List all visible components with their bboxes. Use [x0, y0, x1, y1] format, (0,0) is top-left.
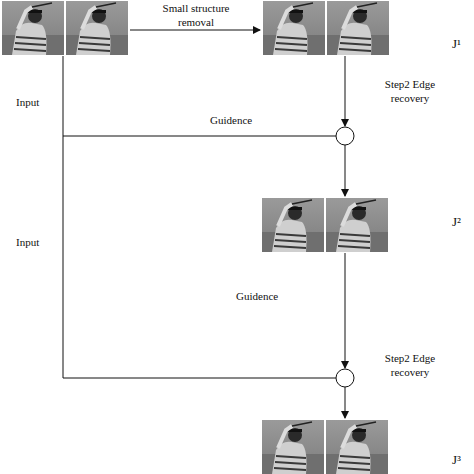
j2-photo	[262, 198, 324, 252]
input-line	[63, 136, 336, 137]
guidance-arrow	[345, 56, 346, 126]
step-label: Step2 Edge recovery	[374, 78, 446, 106]
result-label: J¹	[452, 36, 461, 52]
combine-circle	[336, 369, 354, 387]
j1-photo	[327, 1, 389, 55]
input-label: Input	[16, 96, 39, 110]
guidance-arrow	[345, 253, 346, 368]
input-label: Input	[16, 236, 39, 250]
combine-circle	[336, 127, 354, 145]
step-label: Small structure removal	[150, 2, 242, 30]
j3-photo	[262, 420, 324, 474]
j1-photo	[263, 1, 325, 55]
input-line	[63, 378, 336, 379]
guidance-label: Guidence	[236, 290, 278, 304]
step-label: Step2 Edge recovery	[374, 352, 446, 380]
input-line	[63, 56, 64, 378]
result-label: J³	[452, 452, 461, 468]
flow-arrow	[345, 387, 346, 418]
j3-photo	[326, 420, 388, 474]
input-photo	[2, 1, 64, 55]
flow-arrow	[130, 30, 260, 31]
result-label: J²	[452, 214, 461, 230]
input-photo	[66, 1, 128, 55]
guidance-label: Guidence	[210, 114, 252, 128]
j2-photo	[326, 198, 388, 252]
flow-arrow	[345, 145, 346, 196]
